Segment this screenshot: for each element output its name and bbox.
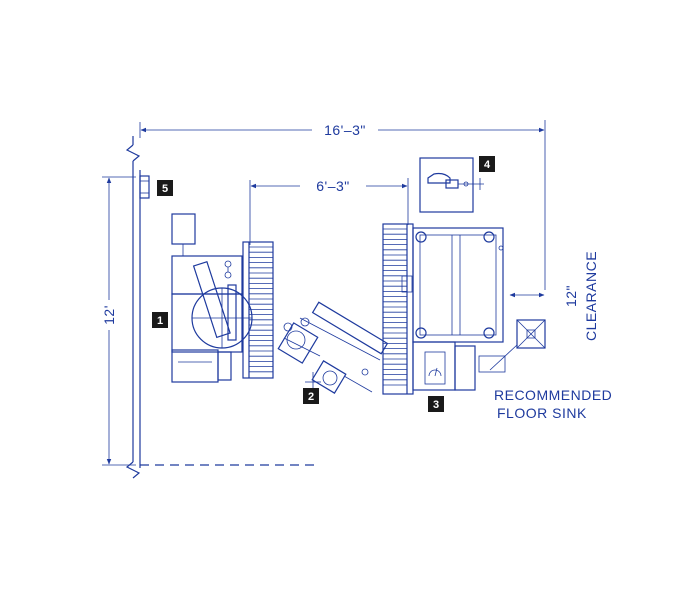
svg-text:2: 2 [308,391,314,403]
svg-text:1: 1 [157,315,163,327]
floor-sink-leader [489,344,518,371]
badge-3: 3 [428,396,444,412]
svg-text:4: 4 [484,159,491,171]
clearance-text-label: CLEARANCE [583,251,599,341]
badge-2: 2 [303,388,319,404]
kettle-unit [171,213,253,383]
dimension-clearance: 12" CLEARANCE [509,251,599,341]
svg-text:5: 5 [162,183,168,195]
dimension-overall-width: 16'–3" [139,120,546,290]
wall-unit [139,175,150,199]
conveyor-left [242,241,274,379]
floor-sink-label-line1: RECOMMENDED [494,387,612,403]
wall-left [125,136,141,479]
oven-unit [412,341,506,391]
prep-table [401,227,504,343]
clearance-value-label: 12" [563,285,579,307]
svg-text:3: 3 [433,399,439,411]
overall-width-label: 16'–3" [324,122,366,138]
slicer-unit [277,301,389,394]
scale-unit [419,157,484,213]
floor-sink-icon [516,319,546,349]
badge-5: 5 [157,180,173,196]
conveyor-right [382,223,414,395]
conveyor-gap-label: 6'–3" [316,178,350,194]
overall-depth-label: 12' [101,305,117,325]
dimension-conveyor-gap: 6'–3" [249,178,409,245]
floor-sink-label-line2: FLOOR SINK [497,405,587,421]
dimension-overall-depth: 12' [101,176,136,466]
badge-4: 4 [479,156,495,172]
badge-1: 1 [152,312,168,328]
